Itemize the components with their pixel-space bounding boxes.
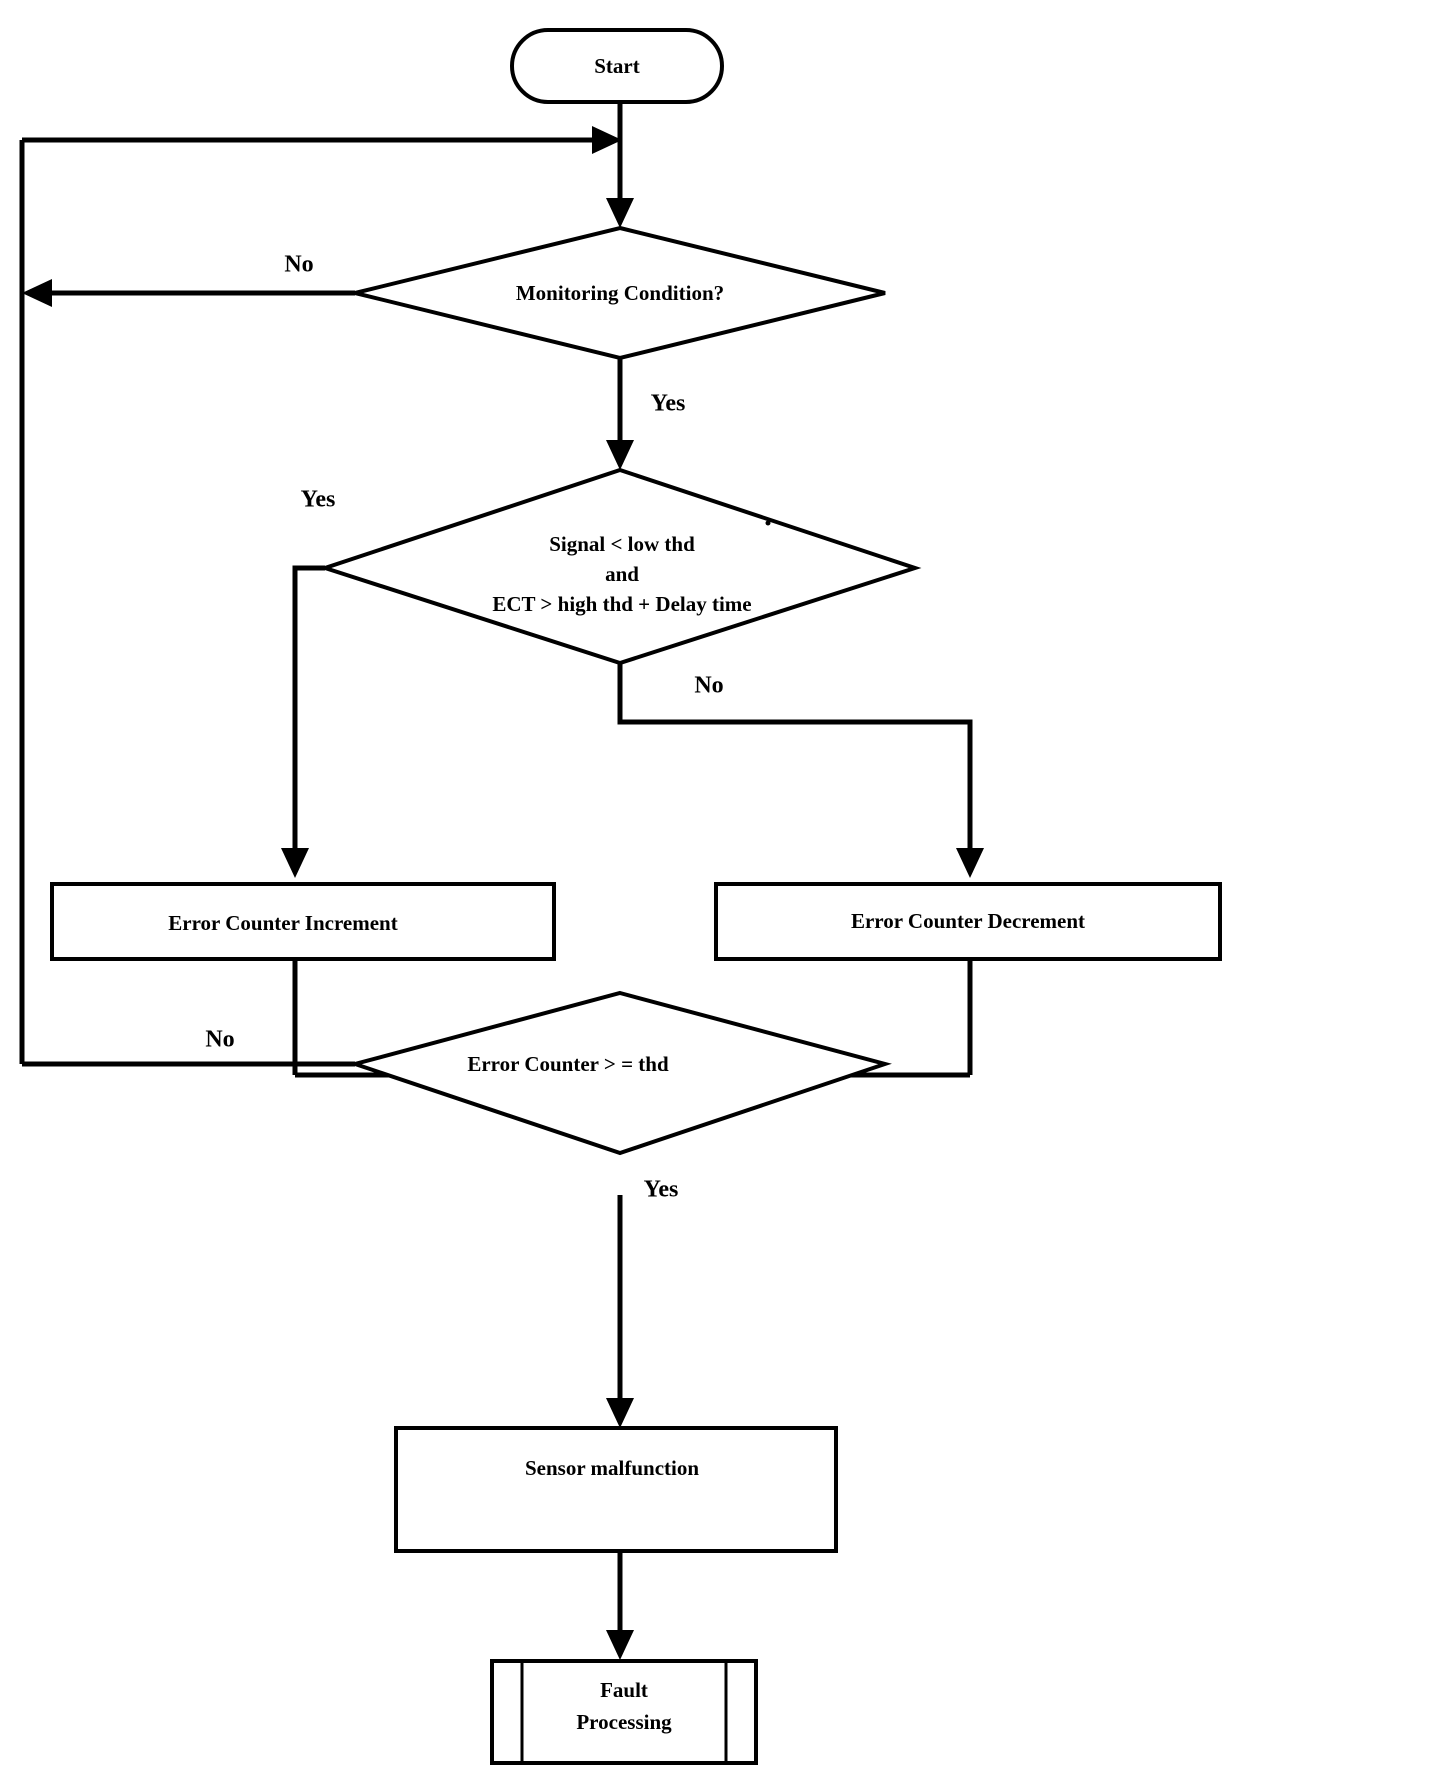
node-error-counter-decrement-label: Error Counter Decrement <box>851 909 1085 933</box>
node-sensor-malfunction-label: Sensor malfunction <box>525 1456 699 1480</box>
node-sensor-malfunction[interactable]: Sensor malfunction <box>394 1426 838 1553</box>
edge-signal-yes <box>281 565 325 878</box>
node-signal-check[interactable]: Signal < low thd and ECT > high thd + De… <box>318 467 922 666</box>
edge-label-threshold-yes: Yes <box>644 1177 679 1203</box>
arrow-head-icon <box>956 848 984 878</box>
edge-monitoring-yes <box>606 358 634 470</box>
node-fault-processing[interactable]: Fault Processing <box>490 1659 758 1765</box>
arrow-head-icon <box>592 126 622 154</box>
edge-label-signal-no: No <box>694 673 723 699</box>
edge-signal-no <box>617 663 984 878</box>
node-signal-check-line3: ECT > high thd + Delay time <box>492 592 751 616</box>
node-start-label: Start <box>594 54 640 78</box>
arrow-head-icon <box>22 279 52 307</box>
arrow-head-icon <box>606 198 634 228</box>
node-monitoring-condition-label: Monitoring Condition? <box>516 281 724 305</box>
node-signal-check-line1: Signal < low thd <box>549 532 695 556</box>
node-fault-processing-line2: Processing <box>576 1710 672 1734</box>
node-monitoring-condition[interactable]: Monitoring Condition? <box>354 225 886 361</box>
edge-label-threshold-no: No <box>205 1027 234 1053</box>
node-error-counter-threshold-label: Error Counter > = thd <box>467 1052 669 1076</box>
stray-dot-mark <box>765 520 771 526</box>
arrow-head-icon <box>606 440 634 470</box>
node-signal-check-line2: and <box>605 562 639 586</box>
node-start[interactable]: Start <box>510 28 724 104</box>
edge-label-signal-yes: Yes <box>301 487 336 513</box>
edge-feedback-loop-top <box>22 126 622 154</box>
arrow-head-icon <box>606 1630 634 1660</box>
node-error-counter-increment[interactable]: Error Counter Increment <box>50 882 556 961</box>
node-error-counter-increment-label: Error Counter Increment <box>168 911 397 935</box>
edge-threshold-yes <box>606 1195 634 1428</box>
node-error-counter-decrement[interactable]: Error Counter Decrement <box>714 882 1222 961</box>
edge-label-monitoring-yes: Yes <box>651 391 686 417</box>
node-error-counter-threshold[interactable]: Error Counter > = thd <box>348 990 892 1156</box>
arrow-head-icon <box>281 848 309 878</box>
edge-malfunction-to-fault <box>606 1551 634 1660</box>
edge-start-to-monitoring <box>606 101 634 228</box>
node-fault-processing-line1: Fault <box>600 1678 648 1702</box>
edge-label-monitoring-no: No <box>284 252 313 278</box>
arrow-head-icon <box>606 1398 634 1428</box>
edge-monitoring-no <box>22 279 355 307</box>
